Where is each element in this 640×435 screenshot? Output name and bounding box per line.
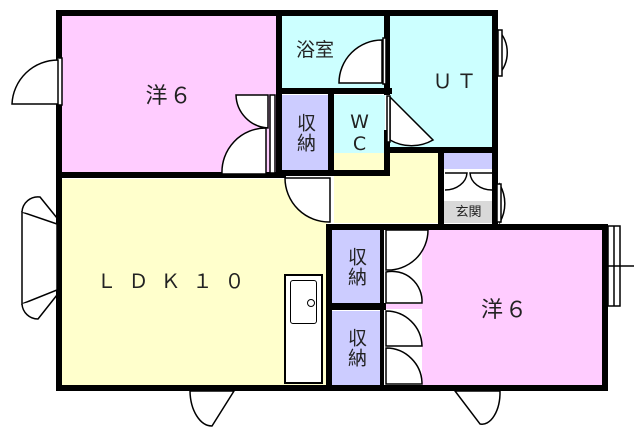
wall: [56, 172, 62, 390]
wall: [56, 172, 286, 178]
wall: [492, 10, 498, 226]
room-western-2-label: 洋６: [480, 298, 529, 323]
wall: [326, 224, 608, 230]
wall: [328, 88, 334, 176]
sink-basin: [290, 280, 317, 324]
wall: [384, 10, 390, 95]
room-western-1-label: 洋６: [145, 84, 194, 109]
room-storage-3: 収納: [332, 311, 381, 385]
entrance-shoe-storage: [444, 153, 493, 169]
wall: [438, 147, 444, 227]
room-storage-3-label: 収納: [345, 328, 367, 368]
room-bathroom-label: 浴室: [296, 39, 335, 61]
wall: [276, 88, 392, 94]
wall: [602, 224, 608, 391]
wall: [380, 224, 384, 390]
wall: [384, 130, 390, 176]
room-storage-2-label: 収納: [345, 247, 367, 287]
room-entrance-label: 玄関: [455, 205, 482, 220]
room-storage-1: 収納: [282, 95, 329, 171]
room-western-1: 洋６: [62, 15, 277, 173]
sink-drain-icon: [307, 299, 315, 307]
wall: [276, 10, 282, 178]
room-ldk-label: ＬＤＫ１０: [96, 268, 257, 293]
room-entrance: 玄関: [444, 172, 493, 223]
wall: [326, 303, 386, 310]
room-storage-2: 収納: [332, 230, 381, 304]
room-toilet-label: W C: [350, 111, 369, 155]
room-utility-label: ＵＴ: [432, 69, 481, 93]
room-ldk: ＬＤＫ１０: [62, 179, 327, 387]
entrance-floor: [444, 201, 493, 223]
wall: [56, 385, 608, 391]
room-storage-1-label: 収納: [294, 113, 316, 153]
kitchen-sink-counter: [284, 274, 323, 384]
wall: [276, 170, 390, 176]
